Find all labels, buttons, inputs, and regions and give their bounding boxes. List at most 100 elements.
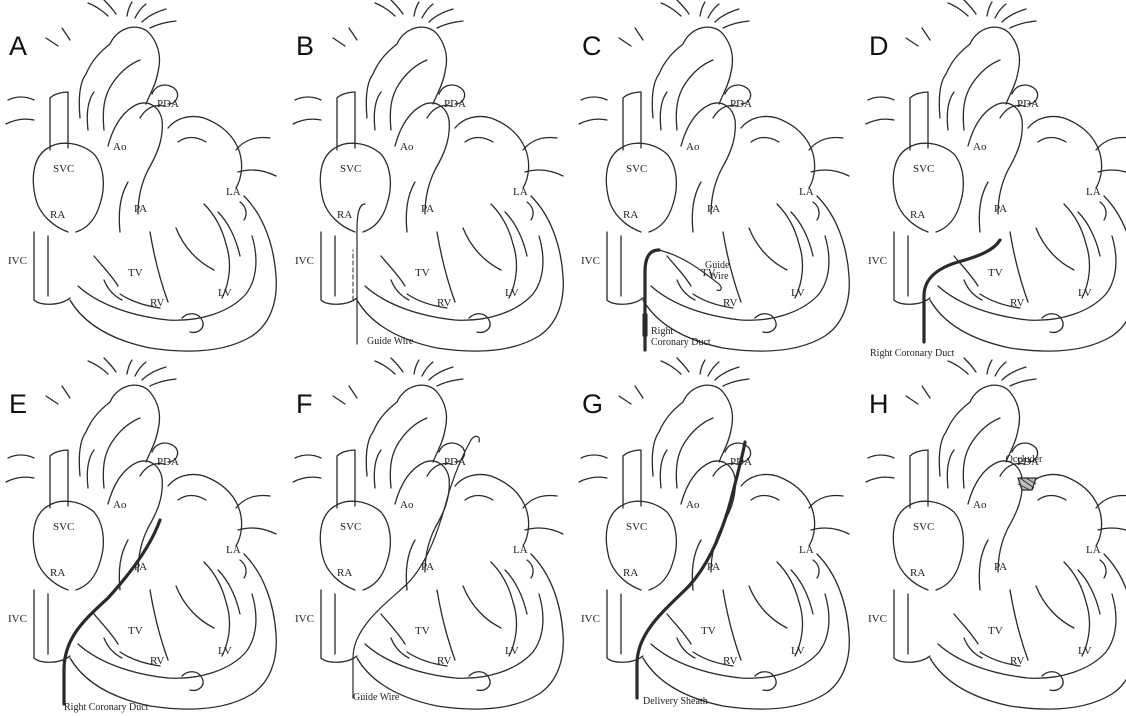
label-rv: RV	[150, 297, 164, 309]
label-la: LA	[513, 544, 528, 556]
label-ao: Ao	[973, 141, 987, 153]
tv-leaflet	[391, 280, 409, 300]
tv-leaflet	[677, 280, 695, 300]
branch-vessel	[375, 3, 395, 16]
lv-trabeculae-2	[218, 570, 240, 614]
tv-leaflet	[391, 638, 409, 658]
pulmonary-artery	[108, 103, 162, 214]
la-inner	[1038, 138, 1066, 143]
wire-tip	[471, 436, 479, 442]
ascending-aorta	[660, 450, 667, 488]
aorta-outer	[939, 27, 1019, 118]
label-ivc: IVC	[868, 613, 887, 625]
branch-vessel	[677, 358, 689, 372]
septal-inner	[938, 236, 1116, 320]
right-atrium	[893, 501, 963, 590]
septum	[150, 590, 168, 660]
label-svc: SVC	[340, 521, 361, 533]
tricuspid-valve	[667, 256, 691, 286]
svc	[623, 450, 641, 508]
lv-trabeculae-1	[204, 204, 229, 298]
branch-vessel	[135, 4, 146, 18]
la-inner	[465, 138, 493, 143]
annotation-guide-wire: Guide Wire	[353, 692, 400, 703]
svc	[910, 450, 928, 508]
label-svc: SVC	[626, 163, 647, 175]
label-pda: PDA	[730, 98, 752, 110]
svc-branches	[293, 455, 321, 482]
septal-inner	[78, 236, 256, 320]
panel-h: HSVCAoPDALARAPAIVCTVRVLVOccluder	[860, 358, 1126, 716]
tricuspid-valve	[954, 614, 978, 644]
catheter	[924, 240, 1000, 342]
lv-trabeculae-1	[777, 204, 802, 298]
branch-vessel	[422, 362, 433, 376]
aorta-outer	[652, 385, 732, 476]
label-ra: RA	[623, 209, 638, 221]
branch-vessel	[437, 21, 463, 28]
branch-vessel	[964, 0, 976, 14]
lv-trabeculae-1	[1064, 204, 1089, 298]
branch-vessel	[700, 360, 705, 374]
label-la: LA	[1086, 186, 1101, 198]
label-lv: LV	[791, 287, 805, 299]
branch-vessel	[987, 2, 992, 16]
ventricle-outline	[70, 196, 276, 351]
aorta-inner	[963, 418, 1000, 488]
mitral-valve	[527, 560, 533, 578]
papillary-muscle	[469, 314, 490, 333]
lv-trabeculae-2	[1078, 212, 1100, 256]
tv-leaflet	[104, 280, 122, 300]
svc-branches	[6, 97, 34, 124]
septum	[437, 232, 455, 302]
aorta-outer	[366, 27, 446, 118]
lv-trabeculae-1	[204, 562, 229, 656]
branch-vessel	[437, 379, 463, 386]
label-rv: RV	[1010, 297, 1024, 309]
label-lv: LV	[1078, 287, 1092, 299]
branch-vessel	[715, 9, 739, 22]
label-tv: TV	[128, 267, 143, 279]
branch-vessel	[104, 0, 116, 14]
label-tv: TV	[988, 625, 1003, 637]
aorta-outer	[366, 385, 446, 476]
svc-branches	[866, 97, 894, 124]
lv-trabeculae-2	[505, 570, 527, 614]
pa-inner	[119, 182, 128, 232]
lv-inner	[749, 228, 787, 270]
panel-a: ASVCAoPDALARAPAIVCTVRVLV	[0, 0, 281, 358]
label-pda: PDA	[444, 456, 466, 468]
aorta-outer	[79, 27, 159, 118]
svc-branches	[293, 97, 321, 124]
aorta-outer	[652, 27, 732, 118]
pa-inner	[979, 540, 988, 590]
label-rv: RV	[437, 297, 451, 309]
label-lv: LV	[791, 645, 805, 657]
ventricle-outline	[643, 554, 849, 709]
tv-leaflet	[964, 638, 982, 658]
branch-vessel	[127, 2, 132, 16]
label-la: LA	[799, 186, 814, 198]
pulmonary-artery	[681, 103, 735, 214]
branch-vessel	[127, 360, 132, 374]
tv-leaflet	[677, 638, 695, 658]
lv-trabeculae-2	[791, 570, 813, 614]
papillary-muscle	[755, 314, 776, 333]
branch-vessel	[700, 2, 705, 16]
label-ivc: IVC	[868, 255, 887, 267]
la-inner	[178, 138, 206, 143]
papillary-muscle	[1042, 672, 1063, 691]
aorta-inner	[676, 60, 713, 130]
label-ivc: IVC	[581, 255, 600, 267]
right-atrium	[320, 501, 390, 590]
panel-e: ESVCAoPDALARAPAIVCTVRVLVRight Coronary D…	[0, 358, 281, 716]
annotation-coronary-duct: Coronary Duct	[651, 337, 711, 348]
label-pda: PDA	[157, 456, 179, 468]
left-atrium	[455, 474, 529, 546]
papillary-muscle	[182, 672, 203, 691]
ivc	[34, 232, 70, 304]
pulmonary-artery	[395, 103, 449, 214]
septum	[437, 590, 455, 660]
label-ivc: IVC	[581, 613, 600, 625]
annotation-right: Right	[651, 326, 673, 337]
